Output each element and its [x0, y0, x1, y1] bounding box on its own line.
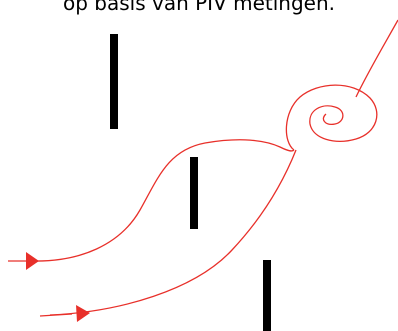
vortex-spiral — [285, 84, 378, 151]
obstacle-bar — [190, 157, 198, 229]
inlet-tail-lower — [39, 313, 73, 317]
obstacle-bar — [263, 260, 271, 331]
flow-arrow-lower-icon — [76, 305, 90, 322]
flow-arrow-upper-icon — [26, 252, 39, 270]
streamline-outflow — [355, 19, 398, 98]
streamline-upper — [31, 139, 295, 262]
obstacle-bar — [110, 34, 118, 129]
streamline-lower — [49, 149, 297, 316]
diagram-caption: op basis van PIV metingen. — [62, 0, 335, 15]
